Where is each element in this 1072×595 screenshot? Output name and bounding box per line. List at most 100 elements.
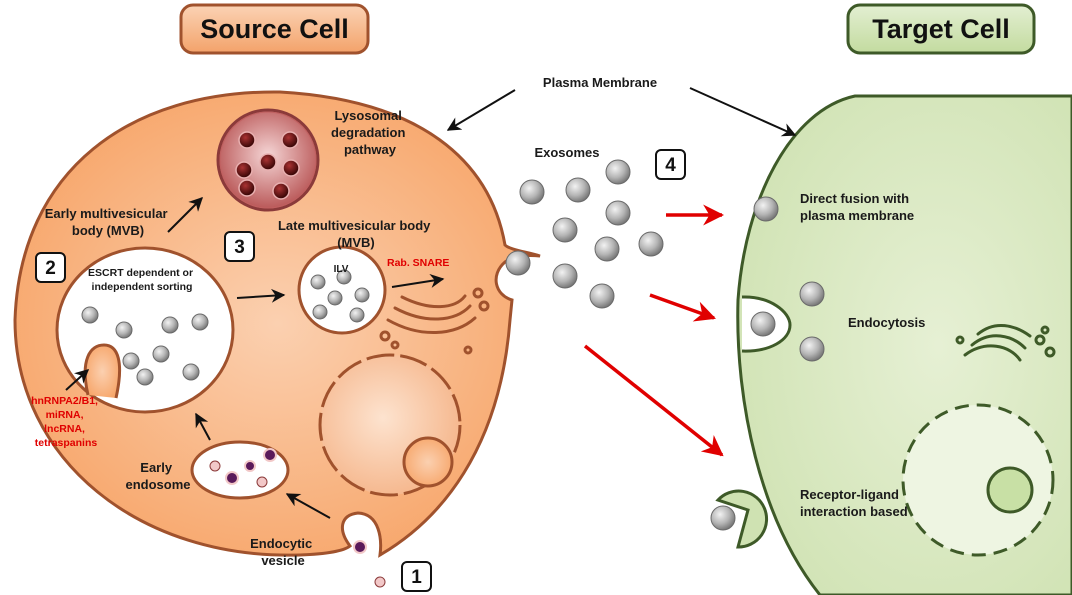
vesicle — [552, 217, 578, 243]
vesicle — [519, 179, 545, 205]
source-cell-title-box: Source Cell — [179, 3, 370, 55]
vesicles — [81, 159, 825, 531]
arrow-sorting-factors — [65, 369, 90, 391]
step-3-badge: 3 — [224, 231, 255, 262]
early-mvb-line-1: Early multivesicular — [45, 206, 168, 221]
arrow-early-to-late-mvb — [236, 288, 286, 303]
vesicle — [710, 505, 736, 531]
arrow-endosome-to-mvb — [195, 412, 211, 441]
vesicle — [122, 352, 140, 370]
vesicle — [605, 159, 631, 185]
vesicle — [753, 196, 779, 222]
early-mvb-line-2: body (MVB) — [72, 223, 144, 238]
vesicle — [81, 306, 99, 324]
vesicle — [115, 321, 133, 339]
direct-fusion-line-2: plasma membrane — [800, 208, 914, 223]
arrow-vesicle-to-endosome — [285, 493, 331, 519]
sorting-line-1: ESCRT dependent or — [88, 267, 193, 279]
vesicle — [336, 269, 352, 285]
vesicle — [565, 177, 591, 203]
lysosomal-label: Lysosomal degradation pathway — [331, 108, 409, 157]
sorting-factor-3: lncRNA, — [44, 423, 85, 435]
vesicle — [799, 281, 825, 307]
degraded-vesicle — [238, 131, 256, 149]
sorting-factor-2: miRNA, — [46, 409, 84, 421]
vesicle — [638, 231, 664, 257]
endocytic-vesicle — [353, 540, 386, 588]
vesicle — [750, 311, 776, 337]
vesicle — [605, 200, 631, 226]
arrow-endocytosis — [649, 293, 716, 322]
arrow-receptor-ligand — [583, 344, 724, 457]
step-2-label: 2 — [45, 258, 56, 279]
target-golgi — [955, 324, 1056, 362]
source-cell-title: Source Cell — [200, 14, 349, 44]
degraded-vesicle — [259, 153, 277, 171]
vesicle — [312, 304, 328, 320]
degraded-vesicle — [282, 159, 300, 177]
lysosomal-line-2: degradation — [331, 125, 405, 140]
target-cell-title: Target Cell — [872, 14, 1010, 44]
vesicle — [152, 345, 170, 363]
early-endosome — [190, 440, 290, 500]
arrow-to-source-membrane — [446, 89, 516, 131]
black-arrows — [65, 87, 797, 519]
vesicle — [552, 263, 578, 289]
endocytosis-label: Endocytosis — [848, 315, 925, 330]
degraded-vesicle — [235, 161, 253, 179]
step-3-label: 3 — [234, 237, 245, 258]
degraded-vesicle — [272, 182, 290, 200]
target-cell — [715, 94, 1072, 595]
vesicle — [310, 274, 326, 290]
receptor-icon — [715, 489, 769, 549]
direct-fusion-line-1: Direct fusion with — [800, 191, 909, 206]
exosomes-label: Exosomes — [534, 145, 599, 160]
receptor-ligand-label: Receptor-ligand interaction based — [800, 487, 908, 519]
late-mvb-line-2: (MVB) — [337, 235, 375, 250]
lysosome-contents — [235, 131, 300, 200]
late-mvb — [297, 245, 387, 335]
endocytic-vesicle-label: Endocytic vesicle — [250, 536, 316, 568]
step-1-badge: 1 — [401, 561, 432, 592]
target-nucleolus — [986, 466, 1034, 514]
source-nucleus — [318, 353, 462, 497]
arrow-to-lysosome — [167, 197, 203, 233]
vesicle — [349, 307, 365, 323]
lysosomal-line-3: pathway — [344, 142, 397, 157]
source-golgi — [379, 287, 490, 355]
endocytic-vesicle-line-2: vesicle — [261, 553, 304, 568]
early-endosome-line-1: Early — [140, 460, 173, 475]
step-4-badge: 4 — [655, 149, 686, 180]
arrow-to-target-membrane — [689, 87, 797, 137]
vesicle — [505, 250, 531, 276]
vesicle — [589, 283, 615, 309]
target-cell-title-box: Target Cell — [846, 3, 1036, 55]
ilv-label: ILV — [334, 264, 349, 275]
step-4-label: 4 — [665, 155, 676, 176]
lysosomal-line-1: Lysosomal — [334, 108, 401, 123]
arrow-late-mvb-to-membrane — [391, 274, 445, 288]
step-2-badge: 2 — [35, 252, 66, 283]
vesicle — [799, 336, 825, 362]
sorting-factor-1: hnRNPA2/B1, — [31, 395, 98, 407]
sorting-factor-4: tetraspanins — [35, 437, 98, 449]
vesicle — [594, 236, 620, 262]
red-arrows — [583, 204, 725, 457]
vesicle — [354, 287, 370, 303]
late-mvb-label: Late multivesicular body (MVB) — [278, 218, 434, 250]
vesicle — [327, 290, 343, 306]
degraded-vesicle — [281, 131, 299, 149]
plasma-membrane-label: Plasma Membrane — [543, 75, 657, 90]
endocytic-vesicle-line-1: Endocytic — [250, 536, 312, 551]
late-mvb-line-1: Late multivesicular body — [278, 218, 431, 233]
vesicle — [191, 313, 209, 331]
receptor-ligand-line-1: Receptor-ligand — [800, 487, 899, 502]
vesicle — [182, 363, 200, 381]
degraded-vesicle — [238, 179, 256, 197]
rab-snare-label: Rab. SNARE — [387, 257, 449, 269]
early-endosome-label: Early endosome — [125, 460, 190, 492]
sorting-line-2: independent sorting — [92, 281, 193, 293]
direct-fusion-label: Direct fusion with plasma membrane — [800, 191, 914, 223]
